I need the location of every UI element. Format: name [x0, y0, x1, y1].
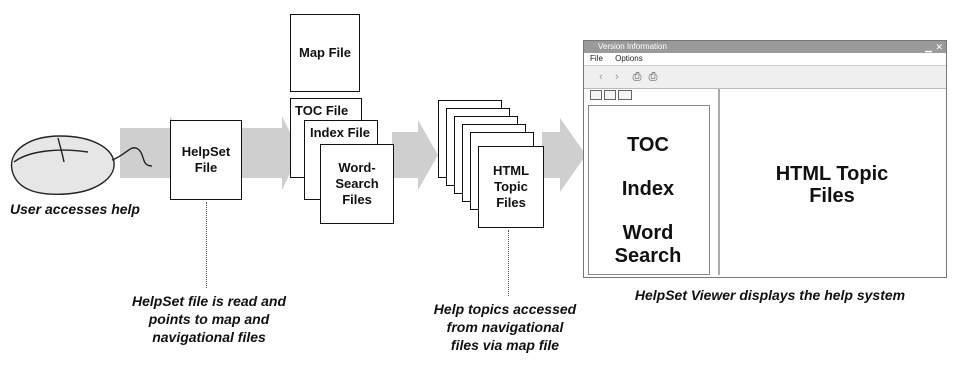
forward-icon[interactable]: ›	[615, 71, 619, 83]
viewer-menu-bar: File Options	[584, 53, 946, 65]
nav-toc[interactable]: TOC	[627, 134, 669, 156]
close-icon[interactable]: ✕	[935, 42, 943, 52]
user-caption: User accesses help	[10, 201, 140, 217]
back-icon[interactable]: ‹	[599, 71, 603, 83]
menu-options[interactable]: Options	[615, 54, 643, 63]
word-search-files-label: Word- Search Files	[335, 160, 379, 207]
index-file-label: Index File	[310, 125, 370, 140]
index-tab-icon[interactable]	[604, 90, 616, 100]
minimize-icon[interactable]: ▁	[925, 42, 932, 52]
map-file-label: Map File	[298, 45, 351, 60]
topics-leader-line	[508, 230, 509, 296]
content-text: HTML Topic Files	[775, 163, 889, 207]
helpset-leader-line	[206, 202, 207, 288]
search-tab-icon[interactable]	[618, 90, 632, 100]
helpset-file-label: HelpSet File	[181, 144, 231, 175]
word-search-files-box: Word- Search Files	[320, 144, 394, 224]
nav-index[interactable]: Index	[621, 178, 675, 200]
arrow-right-icon	[392, 120, 438, 190]
nav-word-search[interactable]: Word Search	[614, 222, 682, 267]
map-file-box: Map File	[290, 14, 360, 92]
viewer-toolbar: ‹ › ⎙ ⎙	[584, 65, 946, 89]
helpset-caption: HelpSet file is read and points to map a…	[131, 293, 287, 345]
print-setup-icon[interactable]: ⎙	[648, 71, 658, 83]
toc-tab-icon[interactable]	[590, 90, 602, 100]
viewer-caption: HelpSet Viewer displays the help system	[634, 287, 906, 303]
mouse-icon	[10, 135, 153, 195]
html-topic-files-label: HTML Topic Files	[492, 163, 530, 210]
arrow-right-icon	[230, 116, 300, 190]
viewer-title-bar: Version Information ▁ ✕	[584, 41, 946, 53]
print-icon[interactable]: ⎙	[632, 71, 642, 83]
content-pane: HTML Topic Files	[718, 89, 944, 275]
topics-caption: Help topics accessed from navigational f…	[433, 301, 577, 353]
navigator-pane: TOC Index Word Search	[588, 105, 710, 275]
toc-file-label: TOC File	[295, 103, 349, 118]
navigator-tabs	[588, 89, 710, 103]
arrow-right-icon	[542, 118, 586, 192]
viewer-title: Version Information	[598, 42, 667, 51]
helpset-viewer-window: Version Information ▁ ✕ File Options ‹ ›…	[583, 40, 947, 278]
html-topic-files-box: HTML Topic Files	[478, 146, 544, 228]
helpset-file-box: HelpSet File	[170, 120, 242, 200]
menu-file[interactable]: File	[590, 54, 603, 63]
